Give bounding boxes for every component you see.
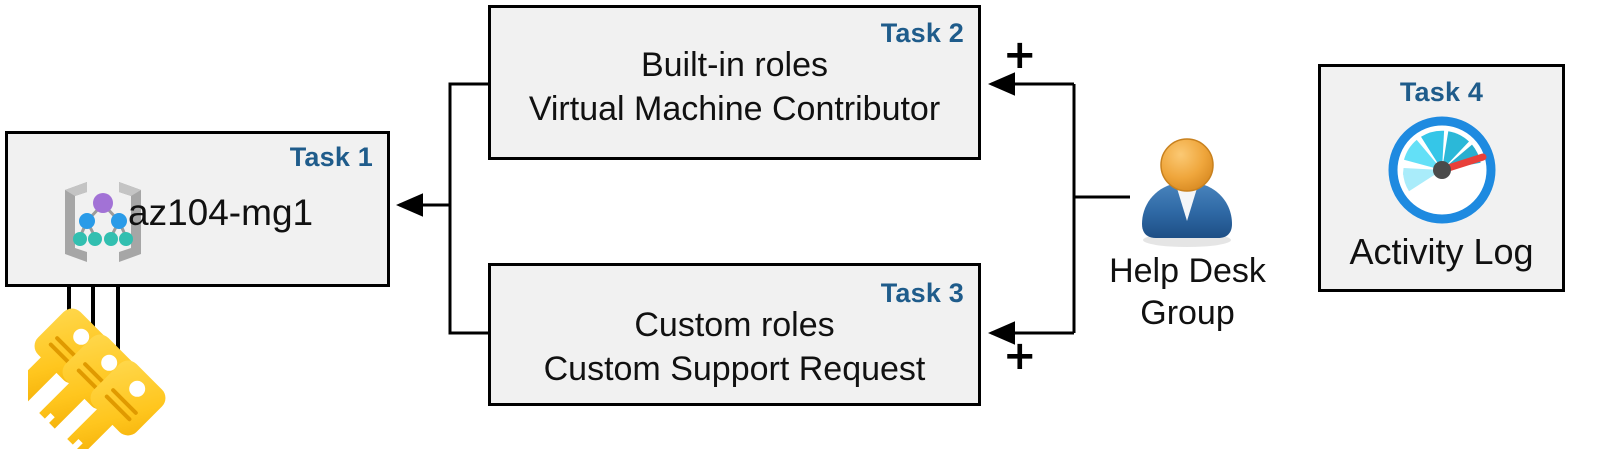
actor-label-line1: Help Desk <box>1109 252 1266 290</box>
task2-line1: Built-in roles <box>640 46 829 84</box>
user-group-icon <box>1142 138 1232 247</box>
keys-icon <box>28 308 166 449</box>
task3-line2: Custom Support Request <box>543 350 926 388</box>
plus-icon-bottom: + <box>1003 333 1037 379</box>
actor-label-line2: Group <box>1140 294 1235 332</box>
task2-line2: Virtual Machine Contributor <box>528 90 941 128</box>
task4-box[interactable]: Task 4 Activity Log <box>1318 64 1565 292</box>
task2-box[interactable]: Task 2 Built-in roles Virtual Machine Co… <box>488 5 981 160</box>
task4-tag: Task 4 <box>1399 77 1484 107</box>
task3-line1: Custom roles <box>634 306 835 344</box>
task4-label: Activity Log <box>1349 231 1534 272</box>
task1-box[interactable]: Task 1 <box>5 131 390 287</box>
plus-icon-top: + <box>1003 32 1037 78</box>
task1-tag: Task 1 <box>289 142 373 172</box>
management-group-icon <box>65 182 141 262</box>
task2-tag: Task 2 <box>880 18 964 48</box>
task3-box[interactable]: Task 3 Custom roles Custom Support Reque… <box>488 263 981 406</box>
task3-tag: Task 3 <box>880 278 964 308</box>
task1-label: az104-mg1 <box>128 192 314 233</box>
gauge-icon <box>1388 116 1496 224</box>
